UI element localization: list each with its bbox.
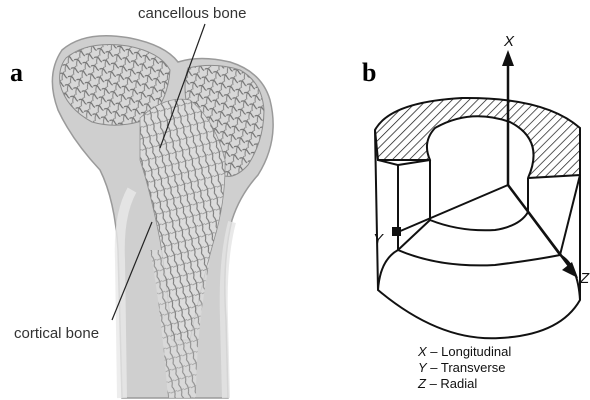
legend-row-longitudinal: X – Longitudinal <box>418 344 511 360</box>
legend-text: Radial <box>440 376 477 391</box>
panel-letter-b: b <box>362 58 376 88</box>
legend-row-transverse: Y – Transverse <box>418 360 511 376</box>
legend-key: Z <box>418 376 426 391</box>
x-axis-arrowhead <box>502 50 514 66</box>
x-axis-label: X <box>504 33 514 50</box>
cancellous-bone-label: cancellous bone <box>138 5 246 22</box>
legend-key: Y <box>418 360 427 375</box>
legend-row-radial: Z – Radial <box>418 376 511 392</box>
legend-text: Longitudinal <box>441 344 511 359</box>
y-axis-label: Y <box>373 231 383 248</box>
legend-key: X <box>418 344 427 359</box>
legend-text: Transverse <box>441 360 506 375</box>
z-axis-label: Z <box>580 270 589 287</box>
panel-letter-a: a <box>10 58 23 88</box>
orientation-diagram <box>375 98 580 338</box>
y-axis-marker <box>392 227 401 236</box>
axis-legend: X – Longitudinal Y – Transverse Z – Radi… <box>418 344 511 392</box>
cortical-bone-label: cortical bone <box>14 325 99 342</box>
